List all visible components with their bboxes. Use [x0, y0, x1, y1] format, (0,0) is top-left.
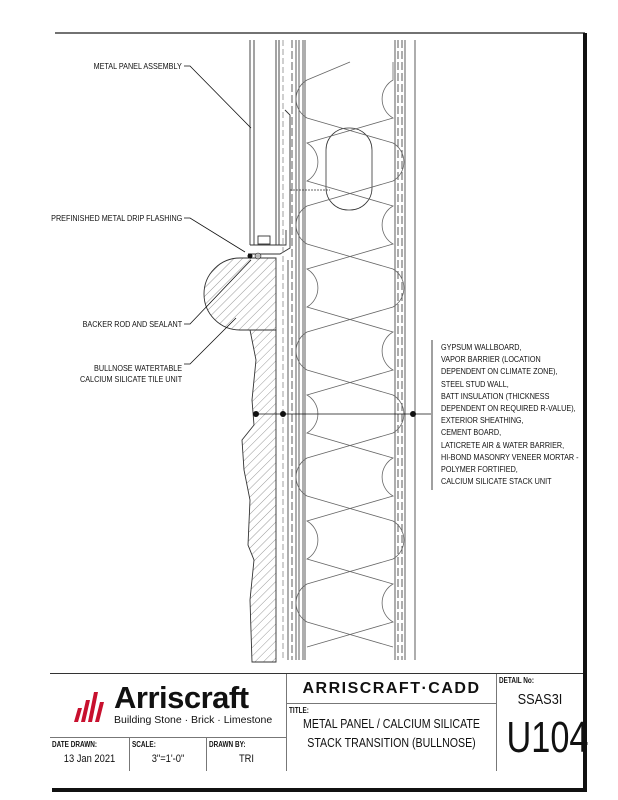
- detail-code: SSAS3I: [517, 691, 563, 708]
- title-label: TITLE:: [289, 706, 309, 715]
- wall-assembly-note: GYPSUM WALLBOARD, VAPOR BARRIER (LOCATIO…: [441, 341, 579, 487]
- title-line-1: METAL PANEL / CALCIUM SILICATE: [303, 717, 480, 731]
- title-line-2: STACK TRANSITION (BULLNOSE): [307, 736, 476, 750]
- note-line: DEPENDENT ON CLIMATE ZONE),: [441, 366, 558, 377]
- note-line: BATT INSULATION (THICKNESS: [441, 390, 550, 401]
- title-block: Arriscraft Building Stone · Brick · Lime…: [50, 673, 589, 771]
- scale-cell: SCALE: 3"=1'-0": [130, 738, 207, 771]
- leader-dot: [280, 411, 286, 417]
- detail-label: DETAIL No:: [499, 676, 534, 685]
- note-line: HI-BOND MASONRY VENEER MORTAR -: [441, 451, 579, 462]
- note-line: EXTERIOR SHEATHING,: [441, 415, 524, 426]
- title-cell: TITLE: METAL PANEL / CALCIUM SILICATE ST…: [287, 704, 497, 771]
- scale-label: SCALE:: [132, 740, 156, 749]
- note-line: LATICRETE AIR & WATER BARRIER,: [441, 439, 565, 450]
- note-line: VAPOR BARRIER (LOCATION: [441, 354, 541, 365]
- label-bullnose-1: BULLNOSE WATERTABLE: [93, 363, 182, 373]
- note-line: POLYMER FORTIFIED,: [441, 464, 518, 475]
- detail-number: U104: [506, 713, 589, 762]
- stack-units: [241, 329, 277, 663]
- date-cell: DATE DRAWN: 13 Jan 2021: [50, 738, 130, 771]
- sealant: [247, 253, 253, 259]
- scale-value: 3"=1'-0": [151, 753, 185, 765]
- label-drip-flashing: PREFINISHED METAL DRIP FLASHING: [50, 213, 182, 223]
- brand-tagline: Building Stone · Brick · Limestone: [114, 714, 273, 726]
- note-line: CEMENT BOARD,: [441, 427, 502, 438]
- brand-name: Arriscraft: [114, 680, 249, 715]
- drawn-value: TRI: [238, 753, 255, 765]
- label-bullnose: BULLNOSE WATERTABLE CALCIUM SILICATE TIL…: [80, 363, 182, 385]
- note-line: STEEL STUD WALL,: [441, 378, 509, 389]
- label-backer-rod: BACKER ROD AND SEALANT: [82, 319, 182, 329]
- bullnose-unit: [203, 257, 277, 331]
- date-label: DATE DRAWN:: [52, 740, 98, 749]
- leader-dot: [253, 411, 259, 417]
- cadd-heading: ARRISCRAFT·CADD: [302, 680, 481, 697]
- detail-cell: DETAIL No: SSAS3I U104: [497, 674, 589, 771]
- leader-dot: [410, 411, 416, 417]
- label-bullnose-2: CALCIUM SILICATE TILE UNIT: [79, 374, 182, 384]
- logo-cell: Arriscraft Building Stone · Brick · Lime…: [50, 674, 287, 738]
- batt-insulation: [295, 61, 405, 648]
- date-value: 13 Jan 2021: [63, 753, 116, 765]
- note-line: GYPSUM WALLBOARD,: [441, 342, 522, 352]
- wall-layers: [282, 40, 416, 660]
- note-line: DEPENDENT ON REQUIRED R-VALUE),: [441, 403, 576, 414]
- drawn-cell: DRAWN BY: TRI: [207, 738, 287, 771]
- cadd-cell: ARRISCRAFT·CADD: [287, 674, 497, 704]
- arriscraft-logo-icon: [74, 692, 104, 722]
- metal-panel: [248, 40, 291, 255]
- drawn-label: DRAWN BY:: [209, 740, 246, 749]
- note-line: CALCIUM SILICATE STACK UNIT: [441, 476, 552, 487]
- backer-rod: [254, 252, 262, 260]
- label-metal-panel: METAL PANEL ASSEMBLY: [93, 61, 182, 71]
